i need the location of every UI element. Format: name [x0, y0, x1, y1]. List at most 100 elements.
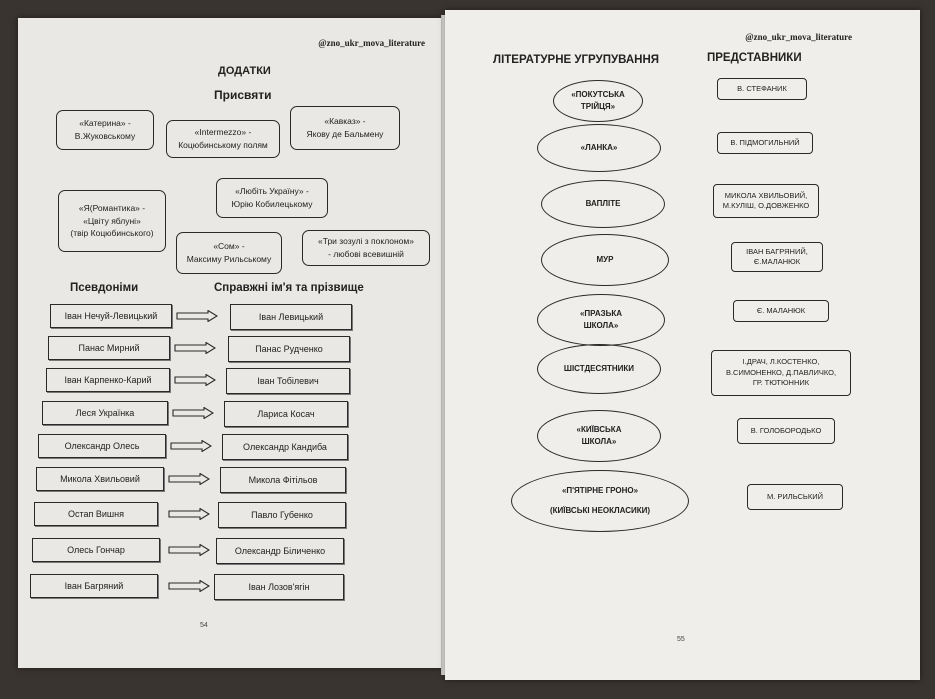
representative-box: І.ДРАЧ, Л.КОСТЕНКО,В.СИМОНЕНКО, Д.ПАВЛИЧ…	[711, 350, 851, 396]
page-title: ДОДАТКИ	[218, 65, 271, 77]
representative-line: В.СИМОНЕНКО, Д.ПАВЛИЧКО,	[725, 367, 837, 377]
reps-header: ПРЕДСТАВНИКИ	[707, 52, 802, 64]
group-ellipse: МУР	[541, 234, 669, 286]
group-name-line: (КИЇВСЬКІ НЕОКЛАСИКИ)	[549, 506, 651, 515]
representative-box: Є. МАЛАНЮК	[733, 300, 829, 322]
dedication-line: «Катерина» -	[79, 118, 131, 129]
representative-line: М. РИЛЬСЬКИЙ	[767, 491, 823, 501]
real-name-box: Панас Рудченко	[228, 336, 350, 362]
dedication-line: (твір Коцюбинського)	[70, 228, 154, 239]
representative-line: І.ДРАЧ, Л.КОСТЕНКО,	[742, 357, 820, 367]
representative-line: Є.МАЛАНЮК	[753, 257, 801, 266]
arrow-right-icon	[172, 407, 214, 419]
group-ellipse: «ПОКУТСЬКА ТРІЙЦЯ»	[553, 80, 643, 122]
dedication-line: «Я(Романтика» -	[78, 202, 146, 213]
group-ellipse: «ЛАНКА»	[537, 124, 661, 172]
arrow-right-icon	[170, 440, 212, 452]
handle-left: @zno_ukr_mova_literature	[318, 38, 425, 48]
group-ellipse: ВАПЛІТЕ	[541, 180, 665, 228]
representative-box: МИКОЛА ХВИЛЬОВИЙ,М.КУЛІШ, О.ДОВЖЕНКО	[713, 184, 819, 218]
representative-line: В. СТЕФАНИК	[737, 83, 787, 93]
dedication-line: Юрію Кобилецькому	[231, 199, 313, 209]
arrow-right-icon	[168, 580, 210, 592]
dedication-box: «Любіть Україну» - Юрію Кобилецькому	[216, 178, 328, 218]
representative-line: В. ГОЛОБОРОДЬКО	[750, 425, 822, 435]
real-name-box: Микола Фітільов	[220, 467, 346, 493]
real-name-box: Павло Губенко	[218, 502, 346, 528]
group-ellipse: ШІСТДЕСЯТНИКИ	[537, 344, 661, 394]
groups-header: ЛІТЕРАТУРНЕ УГРУПУВАННЯ	[493, 54, 660, 66]
dedication-line: «Три зозулі з поклоном»	[318, 236, 414, 247]
group-name-line: МУР	[596, 255, 614, 264]
arrow-right-icon	[168, 544, 210, 556]
group-name-line: ШІСТДЕСЯТНИКИ	[563, 364, 635, 373]
real-name-box: Олександр Біличенко	[216, 538, 344, 564]
pseudonym-box: Іван Нечуй-Левицький	[50, 304, 172, 328]
dedication-box: «Кавказ» - Якову де Бальмену	[290, 106, 400, 150]
group-ellipse: «КИЇВСЬКА ШКОЛА»	[537, 410, 661, 462]
dedication-box: «Катерина» - В.Жуковському	[56, 110, 154, 150]
handle-right: @zno_ukr_mova_literature	[745, 32, 852, 42]
dedication-line: Максиму Рильському	[186, 254, 272, 264]
dedication-line: Якову де Бальмену	[306, 129, 384, 139]
pseudonym-box: Микола Хвильовий	[36, 467, 164, 491]
dedication-line: «Сом» -	[213, 241, 245, 252]
dedication-box: «Три зозулі з поклоном» - любові всевишн…	[302, 230, 430, 266]
group-name-line: «КИЇВСЬКА	[576, 425, 622, 434]
real-name-box: Лариса Косач	[224, 401, 348, 427]
arrow-right-icon	[168, 473, 210, 485]
representative-line: М.КУЛІШ, О.ДОВЖЕНКО	[722, 201, 810, 210]
group-name-line: «ПОКУТСЬКА	[571, 90, 625, 99]
page-number: 54	[200, 622, 208, 629]
right-page: @zno_ukr_mova_literature ЛІТЕРАТУРНЕ УГР…	[445, 10, 920, 680]
pseudonym-box: Іван Багряний	[30, 574, 158, 598]
arrow-right-icon	[168, 508, 210, 520]
dedication-line: - любові всевишній	[328, 249, 404, 259]
representative-line: Є. МАЛАНЮК	[756, 305, 806, 315]
dedication-line: В.Жуковському	[74, 131, 136, 141]
pseudonym-box: Іван Карпенко-Карий	[46, 368, 170, 392]
real-name-box: Іван Лозов'ягін	[214, 574, 344, 600]
dedication-line: Коцюбинському полям	[178, 140, 268, 150]
representative-line: ІВАН БАГРЯНИЙ,	[746, 246, 808, 256]
group-name-line: ШКОЛА»	[581, 437, 617, 446]
representative-box: В. СТЕФАНИК	[717, 78, 807, 100]
real-names-header: Справжні ім'я та прізвище	[214, 282, 364, 294]
representative-box: В. ПІДМОГИЛЬНИЙ	[717, 132, 813, 154]
representative-line: ГР. ТЮТЮННИК	[752, 378, 810, 388]
arrow-right-icon	[174, 342, 216, 354]
arrow-right-icon	[174, 374, 216, 386]
representative-box: ІВАН БАГРЯНИЙ,Є.МАЛАНЮК	[731, 242, 823, 272]
pseudonym-box: Панас Мирний	[48, 336, 170, 360]
dedication-line: «Кавказ» -	[324, 116, 366, 127]
representative-line: В. ПІДМОГИЛЬНИЙ	[730, 137, 800, 147]
group-ellipse: «П'ЯТІРНЕ ГРОНО» (КИЇВСЬКІ НЕОКЛАСИКИ)	[511, 470, 689, 532]
real-name-box: Іван Тобілевич	[226, 368, 350, 394]
group-name-line: «ЛАНКА»	[580, 143, 618, 152]
dedication-box: «Сом» - Максиму Рильському	[176, 232, 282, 274]
group-name-line: «П'ЯТІРНЕ ГРОНО»	[561, 486, 639, 495]
dedication-line: «Intermezzo» -	[194, 127, 252, 138]
dedications-title: Присвяти	[214, 88, 272, 102]
group-name-line: ВАПЛІТЕ	[585, 199, 621, 208]
pseudonym-box: Остап Вишня	[34, 502, 158, 526]
real-name-box: Олександр Кандиба	[222, 434, 348, 460]
dedication-box: «Intermezzo» - Коцюбинському полям	[166, 120, 280, 158]
group-name-line: ТРІЙЦЯ»	[580, 102, 616, 111]
representative-box: М. РИЛЬСЬКИЙ	[747, 484, 843, 510]
representative-line: МИКОЛА ХВИЛЬОВИЙ,	[724, 190, 808, 200]
dedication-line: «Цвіту яблуні»	[83, 215, 141, 226]
arrow-right-icon	[176, 310, 218, 322]
book-spine	[441, 15, 447, 675]
pseudonym-box: Олександр Олесь	[38, 434, 166, 458]
left-page: @zno_ukr_mova_literature ДОДАТКИ Присвят…	[18, 18, 443, 668]
representative-box: В. ГОЛОБОРОДЬКО	[737, 418, 835, 444]
pseudonym-box: Леся Українка	[42, 401, 168, 425]
group-ellipse: «ПРАЗЬКА ШКОЛА»	[537, 294, 665, 346]
group-name-line: «ПРАЗЬКА	[579, 309, 623, 318]
dedication-box: «Я(Романтика» - «Цвіту яблуні» (твір Коц…	[58, 190, 166, 252]
page-number: 55	[677, 636, 685, 643]
pseudonyms-header: Псевдоніми	[70, 282, 139, 294]
dedication-line: «Любіть Україну» -	[235, 186, 309, 197]
group-name-line: ШКОЛА»	[583, 321, 619, 330]
